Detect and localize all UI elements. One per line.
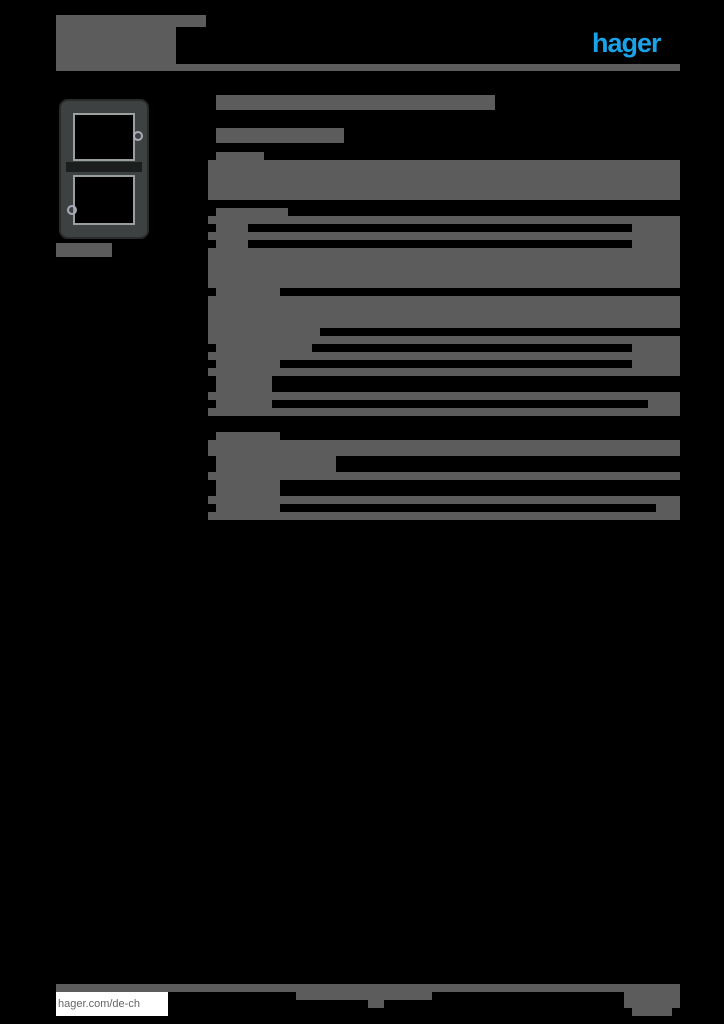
footer-right-text-2 xyxy=(632,1008,672,1016)
footer-center-text xyxy=(296,992,432,1000)
section-4-row-1 xyxy=(208,392,680,400)
header-rule xyxy=(56,64,680,71)
section-2-row-1 xyxy=(208,216,680,224)
section-2-row-2 xyxy=(208,232,680,240)
product-subtitle xyxy=(216,128,344,143)
header-title-line-2 xyxy=(56,27,176,39)
section-3-row-3 xyxy=(208,336,680,344)
section-5-row-4 xyxy=(208,512,680,520)
hager-logo: hager xyxy=(592,28,662,58)
section-5-row-3 xyxy=(208,496,680,504)
product-image-double-frame xyxy=(59,99,149,239)
section-5-row-1 xyxy=(208,440,680,456)
section-1-body xyxy=(208,160,680,200)
section-3-row-5 xyxy=(208,368,680,376)
section-1-heading xyxy=(216,152,264,162)
image-caption xyxy=(56,243,112,257)
header-title-line-3 xyxy=(56,39,176,64)
footer-rule xyxy=(56,984,680,992)
section-5-label-2 xyxy=(216,456,336,472)
section-5-row-2 xyxy=(208,472,680,480)
section-3-row-2 xyxy=(208,328,320,336)
section-3-row-1 xyxy=(208,296,680,328)
section-4-row-2 xyxy=(208,408,680,416)
section-2-rows-rest xyxy=(208,248,680,288)
footer-page-marker xyxy=(368,1000,384,1008)
footer-right-text xyxy=(624,992,680,1008)
header-title-line-1 xyxy=(56,15,206,27)
section-3-row-4 xyxy=(208,352,680,360)
footer-website-link[interactable]: hager.com/de-ch xyxy=(56,992,168,1016)
product-title xyxy=(216,95,495,110)
section-2-heading xyxy=(216,208,288,218)
section-3-label-2 xyxy=(216,344,312,352)
